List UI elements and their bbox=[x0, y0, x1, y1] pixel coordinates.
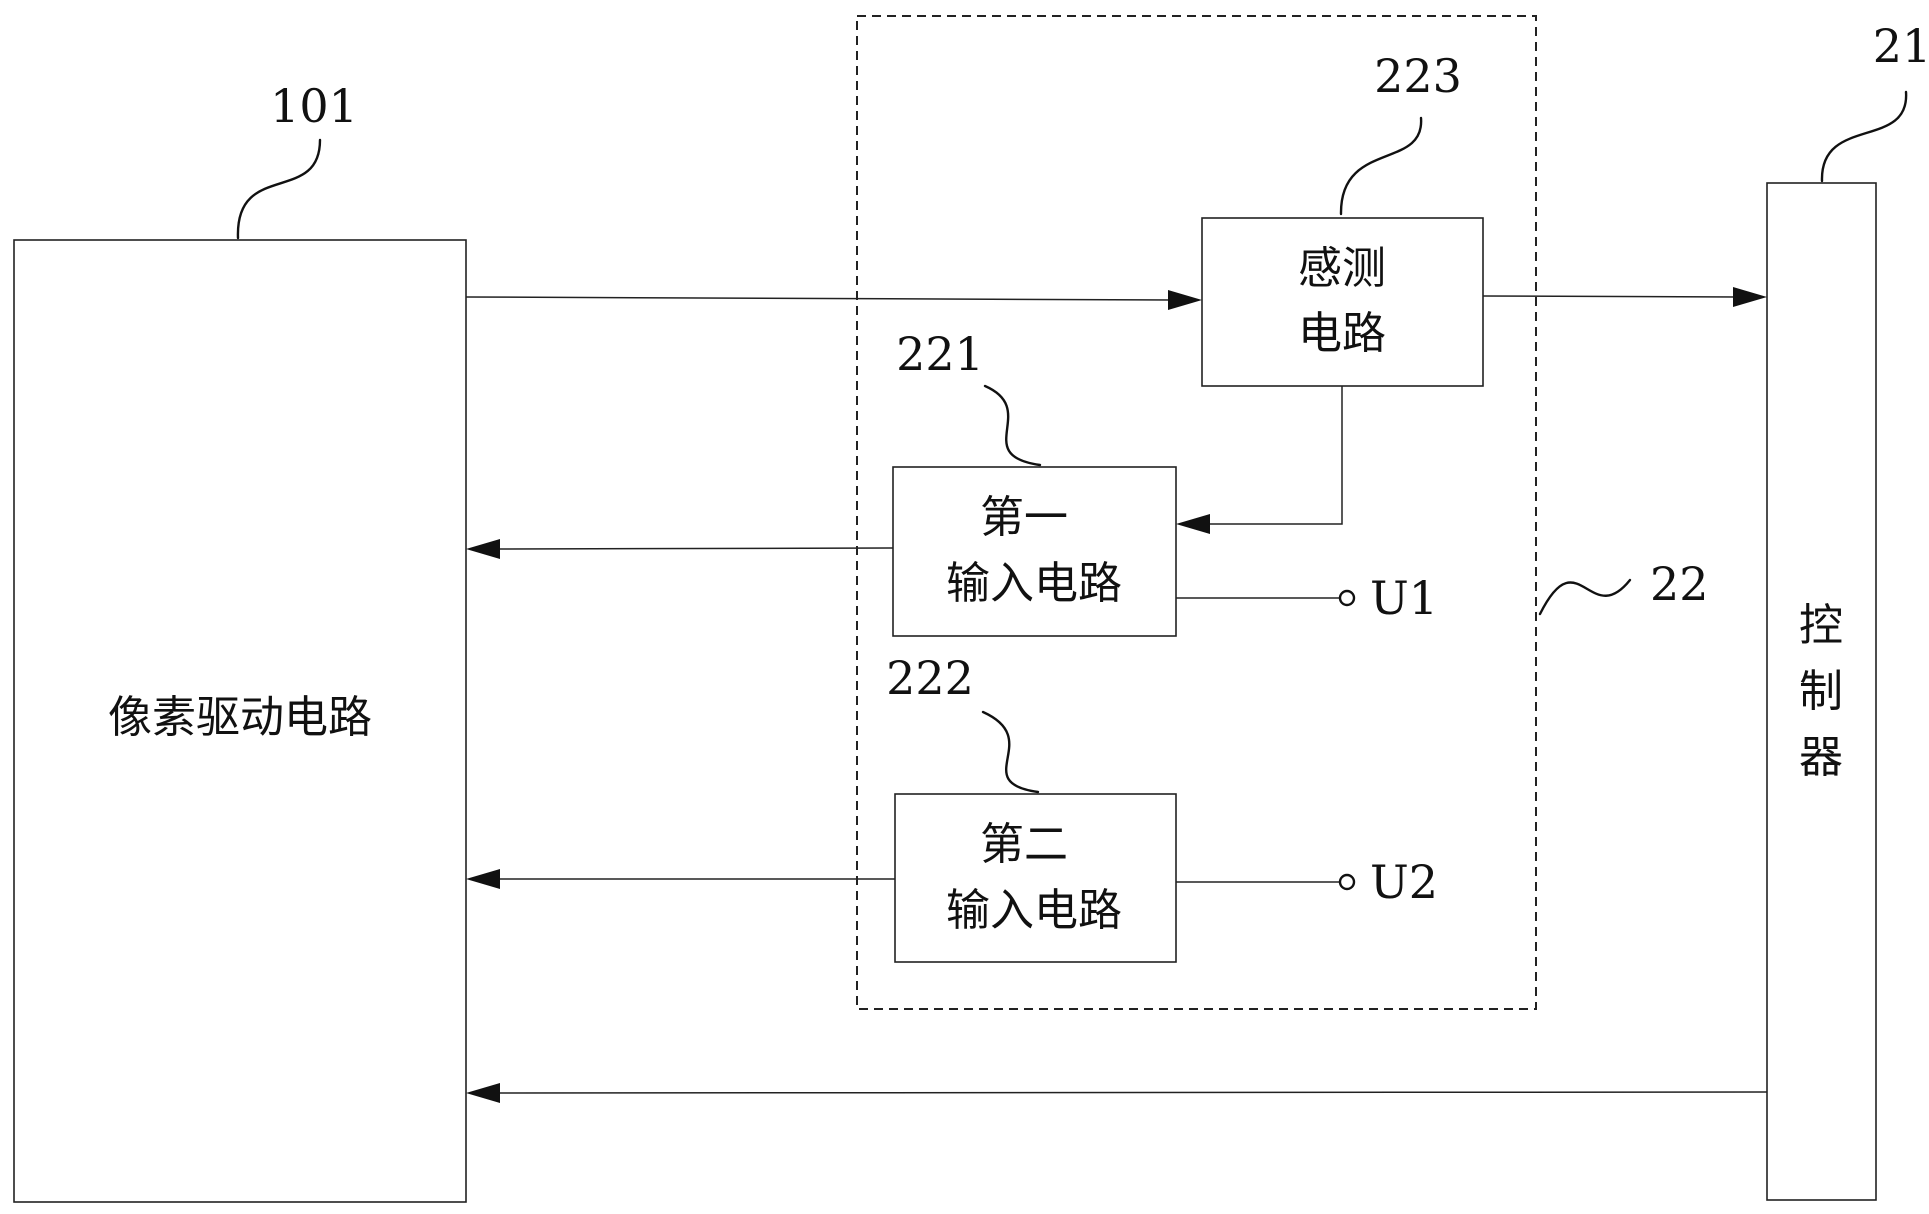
controller-ref: 21 bbox=[1873, 19, 1929, 73]
wire-sensing-to-controller-line bbox=[1482, 295, 1738, 298]
module-boundary bbox=[856, 15, 1537, 1010]
terminal-u2-label: U2 bbox=[1370, 855, 1438, 909]
sensing-circuit-leader bbox=[1339, 116, 1423, 216]
wire-first-input-to-driver-line bbox=[495, 547, 894, 550]
wire-driver-to-sensing bbox=[465, 290, 1202, 310]
arrowhead-into-sensing bbox=[1168, 290, 1202, 310]
controller-label-char1: 控 bbox=[1799, 600, 1843, 651]
controller-label-char3: 器 bbox=[1799, 732, 1843, 783]
wire-second-input-to-driver bbox=[466, 869, 895, 889]
first-input-circuit-box bbox=[892, 466, 1177, 637]
sensing-circuit-box bbox=[1201, 217, 1484, 387]
pixel-driver-label: 像素驱动电路 bbox=[108, 692, 372, 743]
controller-box bbox=[1766, 182, 1877, 1201]
terminal-u1-node bbox=[1338, 589, 1356, 607]
second-input-leader bbox=[981, 710, 1040, 794]
second-input-label-line2: 输入电路 bbox=[946, 885, 1122, 936]
terminal-u2-node bbox=[1338, 873, 1356, 891]
wire-first-input-to-driver bbox=[466, 539, 894, 559]
arrowhead-first-input-into-driver bbox=[466, 539, 500, 559]
wire-controller-to-driver-line bbox=[495, 1091, 1768, 1094]
second-input-ref: 222 bbox=[886, 651, 974, 705]
wire-sensing-to-controller bbox=[1482, 287, 1767, 307]
wire-sensing-to-first-input-line bbox=[1206, 386, 1343, 525]
sensing-circuit-block: 感测 电路 223 bbox=[1201, 49, 1484, 387]
controller-label-char2: 制 bbox=[1799, 666, 1843, 717]
terminal-u1-label: U1 bbox=[1370, 571, 1438, 625]
wire-sensing-to-first-input bbox=[1176, 386, 1343, 534]
second-input-label-line1: 第二 bbox=[980, 819, 1068, 870]
arrowhead-second-input-into-driver bbox=[466, 869, 500, 889]
pixel-driver-ref: 101 bbox=[270, 79, 358, 133]
arrowhead-controller-into-driver bbox=[466, 1083, 500, 1103]
terminal-u2: U2 bbox=[1176, 855, 1438, 909]
module-group: 22 bbox=[856, 15, 1709, 1010]
controller-block: 控 制 器 21 bbox=[1766, 19, 1929, 1201]
module-ref: 22 bbox=[1650, 557, 1709, 611]
first-input-circuit-block: 第一 输入电路 221 bbox=[892, 327, 1177, 637]
sensing-circuit-ref: 223 bbox=[1374, 49, 1462, 103]
first-input-ref: 221 bbox=[896, 327, 984, 381]
first-input-label-line2: 输入电路 bbox=[946, 558, 1122, 609]
pixel-driver-leader bbox=[236, 138, 322, 240]
arrowhead-into-first-input bbox=[1176, 514, 1210, 534]
sensing-circuit-label-line2: 电路 bbox=[1298, 308, 1386, 359]
first-input-leader bbox=[983, 384, 1042, 467]
controller-leader bbox=[1820, 90, 1908, 183]
module-leader bbox=[1538, 578, 1632, 616]
wire-driver-to-sensing-line bbox=[465, 296, 1173, 301]
pixel-driver-box bbox=[13, 239, 467, 1203]
wire-controller-to-driver bbox=[466, 1083, 1768, 1103]
pixel-driver-block: 像素驱动电路 101 bbox=[13, 79, 467, 1203]
arrowhead-into-controller bbox=[1733, 287, 1767, 307]
second-input-circuit-box bbox=[894, 793, 1177, 963]
terminal-u1: U1 bbox=[1176, 571, 1438, 625]
second-input-circuit-block: 第二 输入电路 222 bbox=[886, 651, 1177, 963]
first-input-label-line1: 第一 bbox=[980, 492, 1068, 543]
sensing-circuit-label-line1: 感测 bbox=[1298, 243, 1386, 294]
